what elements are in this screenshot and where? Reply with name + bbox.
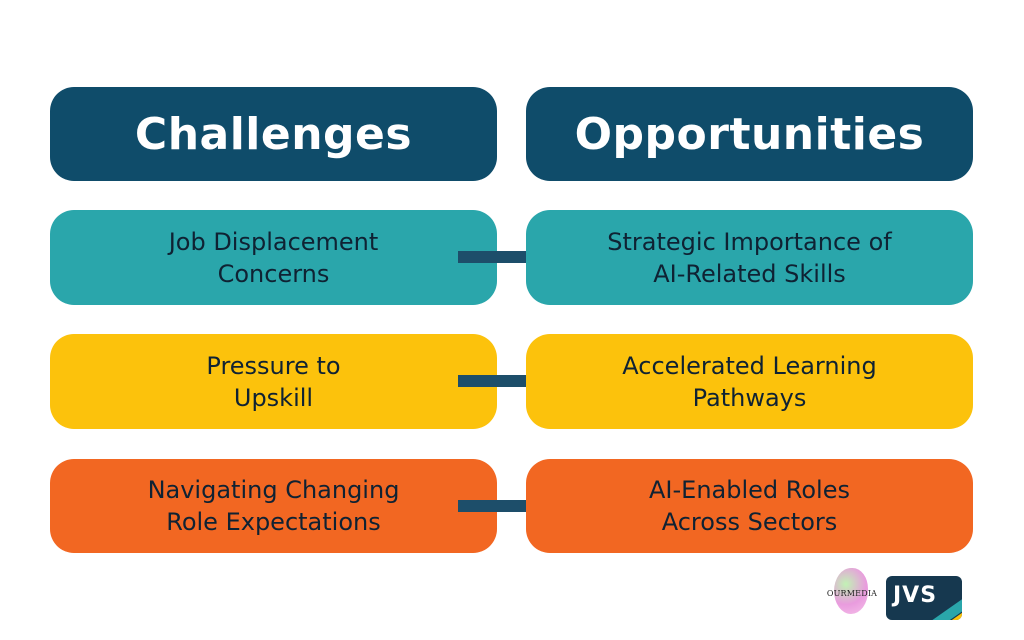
opportunity-box-3: AI-Enabled Roles Across Sectors bbox=[526, 459, 973, 553]
jvs-logo: JVS bbox=[886, 576, 962, 620]
challenge-box-1: Job Displacement Concerns bbox=[50, 210, 497, 305]
ourmedia-logo-text: OURMEDIA bbox=[826, 589, 878, 598]
challenges-header: Challenges bbox=[50, 87, 497, 181]
opportunity-box-2: Accelerated Learning Pathways bbox=[526, 334, 973, 429]
challenge-box-2: Pressure to Upskill bbox=[50, 334, 497, 429]
jvs-logo-text: JVS bbox=[893, 583, 938, 608]
opportunities-header: Opportunities bbox=[526, 87, 973, 181]
ourmedia-logo-mark bbox=[834, 568, 868, 614]
challenge-box-3: Navigating Changing Role Expectations bbox=[50, 459, 497, 553]
ourmedia-logo: OURMEDIA bbox=[824, 566, 880, 618]
opportunity-box-1: Strategic Importance of AI-Related Skill… bbox=[526, 210, 973, 305]
